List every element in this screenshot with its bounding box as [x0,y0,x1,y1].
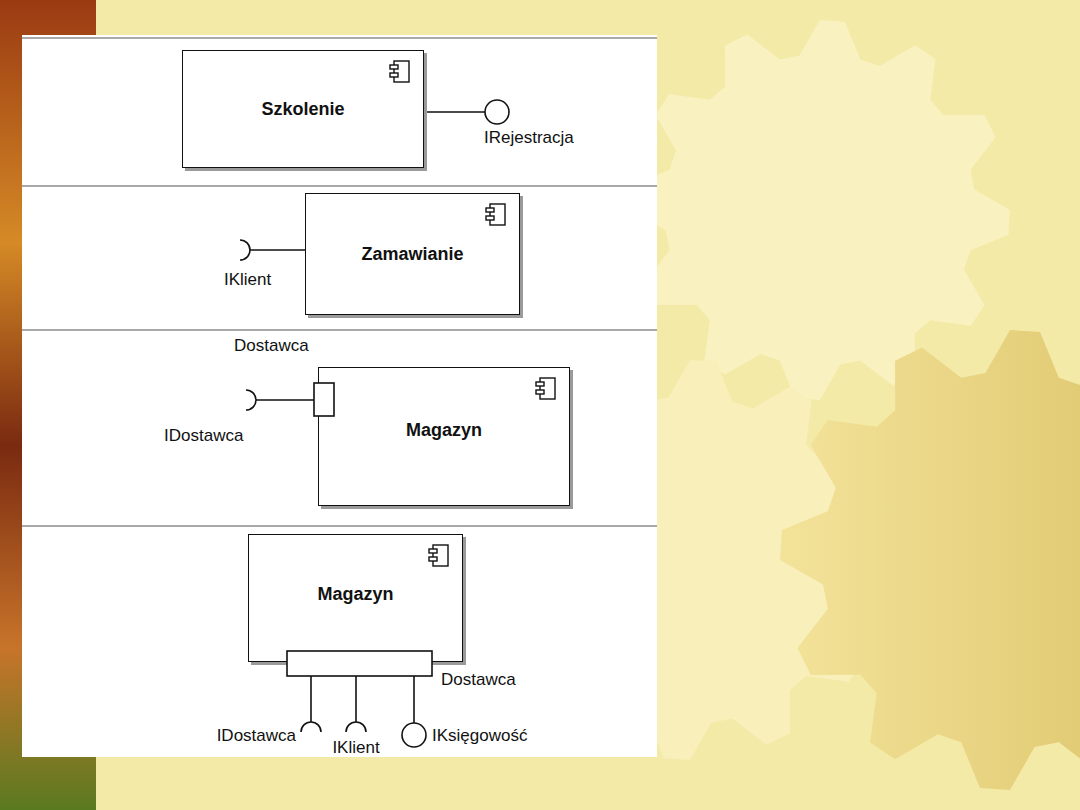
gear-shape [780,330,1080,790]
port-name: Dostawca [441,670,516,690]
component-box: Zamawianie [305,193,520,315]
component-name: Magazyn [317,584,393,605]
component-icon [485,203,507,227]
component-name: Zamawianie [361,244,463,265]
port-name: Dostawca [234,336,309,356]
port-rect [287,651,432,676]
component-box: Magazyn [318,367,570,506]
component-icon [535,377,557,401]
component-box: Szkolenie [182,50,424,168]
interface-name: IKlient [332,738,379,758]
interface-name: IDostawca [217,726,296,746]
component-name: Szkolenie [261,99,344,120]
interface-name: IDostawca [164,426,243,446]
component-icon [389,60,411,84]
diagram-panel [22,35,657,757]
component-box: Magazyn [248,534,463,662]
component-icon [428,544,450,568]
panel-separators [22,38,657,526]
port-rect [314,383,334,416]
interface-name: IKsięgowość [432,726,527,746]
interface-name: IKlient [224,270,271,290]
component-name: Magazyn [406,420,482,441]
interface-name: IRejestracja [484,128,574,148]
gear-shape [630,20,1010,400]
